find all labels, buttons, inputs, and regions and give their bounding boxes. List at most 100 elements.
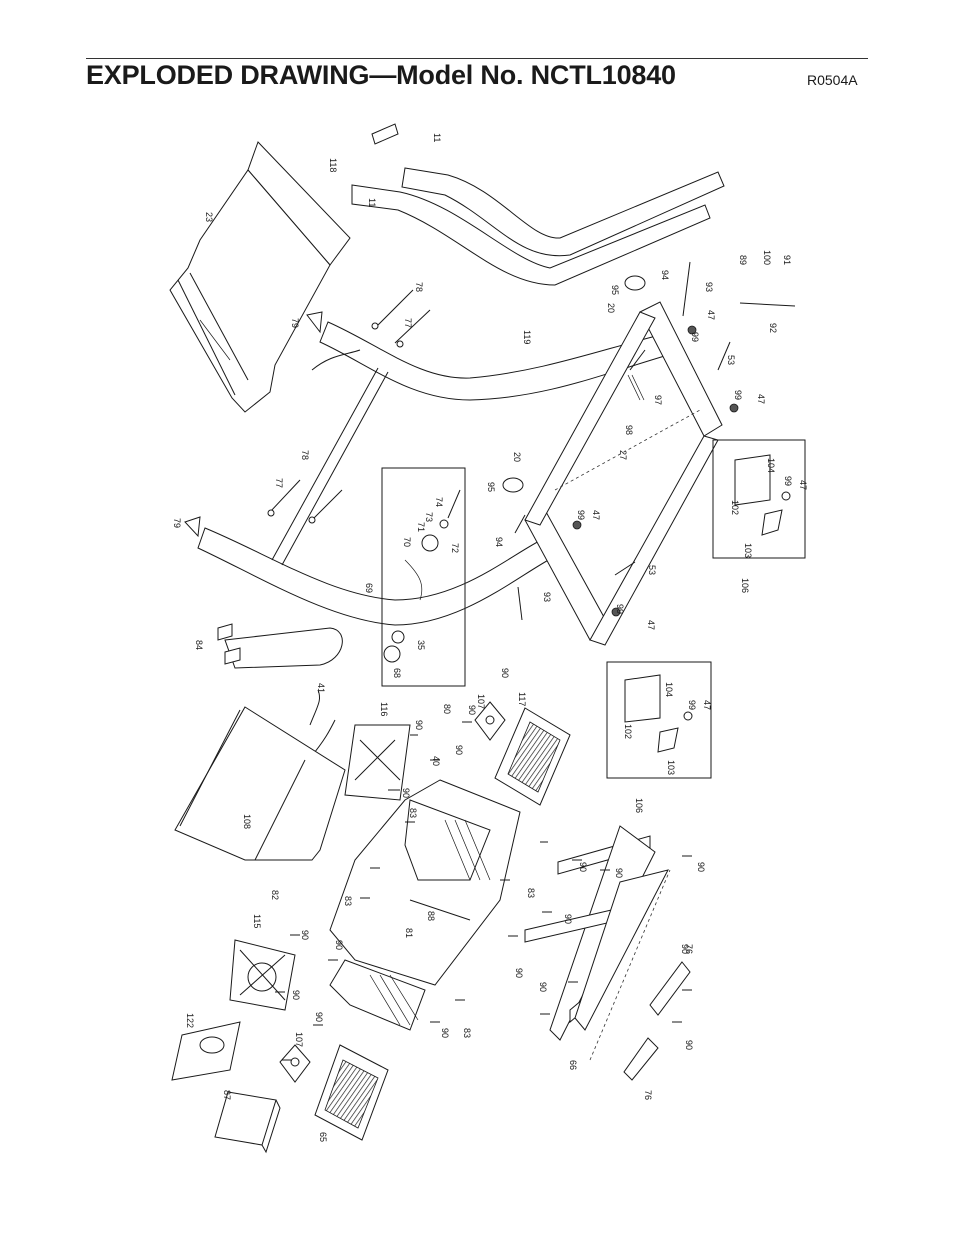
base-frame [524,301,723,646]
part-label-p83b: 83 [343,896,353,906]
part-label-p71: 71 [416,522,426,532]
part-label-p107a: 107 [476,694,486,709]
part-label-p41: 41 [316,683,326,693]
part-label-p90q: 90 [314,1012,324,1022]
part-label-p80: 80 [442,704,452,714]
part-label-p95b: 95 [486,482,496,492]
part-label-p76b: 76 [643,1090,653,1100]
part-label-p90p: 90 [440,1028,450,1038]
part-label-p47a: 47 [706,310,716,320]
part-label-p76a: 76 [684,944,694,954]
part-label-p103b: 103 [666,760,676,775]
part-label-p99a: 99 [690,332,700,342]
part-label-p83d: 83 [462,1028,472,1038]
screws-90 [275,721,692,1061]
part-label-p47e: 47 [646,620,656,630]
part-label-p99e: 99 [615,604,625,614]
part-label-p92: 92 [768,323,778,333]
part-label-p90m: 90 [680,944,690,954]
part-label-p90b: 90 [467,705,477,715]
wire-harness [311,349,361,371]
part-label-p99d: 99 [576,510,586,520]
part-label-p94b: 94 [494,537,504,547]
part-label-p99c: 99 [783,476,793,486]
part-label-p88: 88 [426,911,436,921]
part-label-p87: 87 [222,1090,232,1100]
part-label-p89: 89 [738,255,748,265]
part-label-p99b: 99 [733,390,743,400]
fan-upper [474,701,506,741]
part-label-p90i: 90 [563,914,573,924]
part-label-p90n: 90 [291,990,301,1000]
part-label-p107b: 107 [294,1032,304,1047]
page-title: EXPLODED DRAWING—Model No. NCTL10840 [86,60,676,90]
motor-hood [174,706,346,861]
part-label-p90k: 90 [300,930,310,940]
part-label-p40: 40 [431,756,441,766]
part-label-p103a: 103 [743,543,753,558]
part-label-p78a: 78 [414,282,424,292]
part-label-p90h: 90 [696,862,706,872]
base-frame-lower [524,825,671,1061]
wire-harness-41 [309,689,321,726]
detail-box-106-upper [712,439,806,559]
part-label-p100: 100 [762,250,772,265]
part-label-p11b: 11 [367,198,377,207]
part-label-p106a: 106 [740,578,750,593]
part-label-p118: 118 [328,158,338,172]
part-label-p104a: 104 [766,458,776,473]
part-label-p90g: 90 [614,868,624,878]
part-label-p97: 97 [653,395,663,405]
part-label-p91: 91 [782,255,792,265]
drawing-code: R0504A [807,72,858,88]
part-label-p90o: 90 [538,982,548,992]
part-label-p78b: 78 [300,450,310,460]
fan-housing-upper [344,724,411,801]
part-label-p108: 108 [242,814,252,829]
part-label-p47b: 47 [756,394,766,404]
part-label-p81: 81 [404,928,414,938]
part-label-p70: 70 [402,537,412,547]
detail-box-106-lower [606,661,712,779]
part-label-p90c: 90 [500,668,510,678]
part-label-p90a: 90 [414,720,424,730]
part-label-p82: 82 [270,890,280,900]
cd-tray [171,1021,241,1081]
part-label-p20a: 20 [606,303,616,313]
grill-lower [314,1044,389,1141]
part-label-p53a: 53 [726,355,736,365]
part-label-p90d: 90 [454,745,464,755]
part-label-p90l: 90 [334,940,344,950]
part-label-p66: 66 [568,1060,578,1070]
grill-upper [494,707,571,806]
part-label-p65: 65 [318,1132,328,1142]
box-part [214,1091,281,1154]
part-label-p122: 122 [185,1013,195,1028]
part-label-p119: 119 [522,330,532,344]
part-label-p79b: 79 [172,518,182,528]
part-label-p99f: 99 [687,700,697,710]
part-label-p104b: 104 [664,682,674,697]
part-label-p35: 35 [416,640,426,650]
part-label-p77a: 77 [403,318,413,328]
end-cap-upper [649,961,691,1016]
roller-detail-box [381,467,466,687]
header-rule [86,58,868,59]
part-label-p53b: 53 [647,565,657,575]
part-label-p102b: 102 [623,724,633,739]
motor-housing [329,779,521,1031]
part-label-p20b: 20 [512,452,522,462]
part-label-p83a: 83 [408,808,418,818]
part-label-p115: 115 [252,914,262,928]
foot-rail-pad [217,623,343,669]
part-label-p90j: 90 [514,968,524,978]
part-label-p117: 117 [517,692,527,706]
part-label-p93b: 93 [542,592,552,602]
part-label-p94a: 94 [660,270,670,280]
fan-lower [279,1044,311,1083]
part-label-p95a: 95 [610,285,620,295]
part-label-p84: 84 [194,640,204,650]
part-label-p68: 68 [392,668,402,678]
